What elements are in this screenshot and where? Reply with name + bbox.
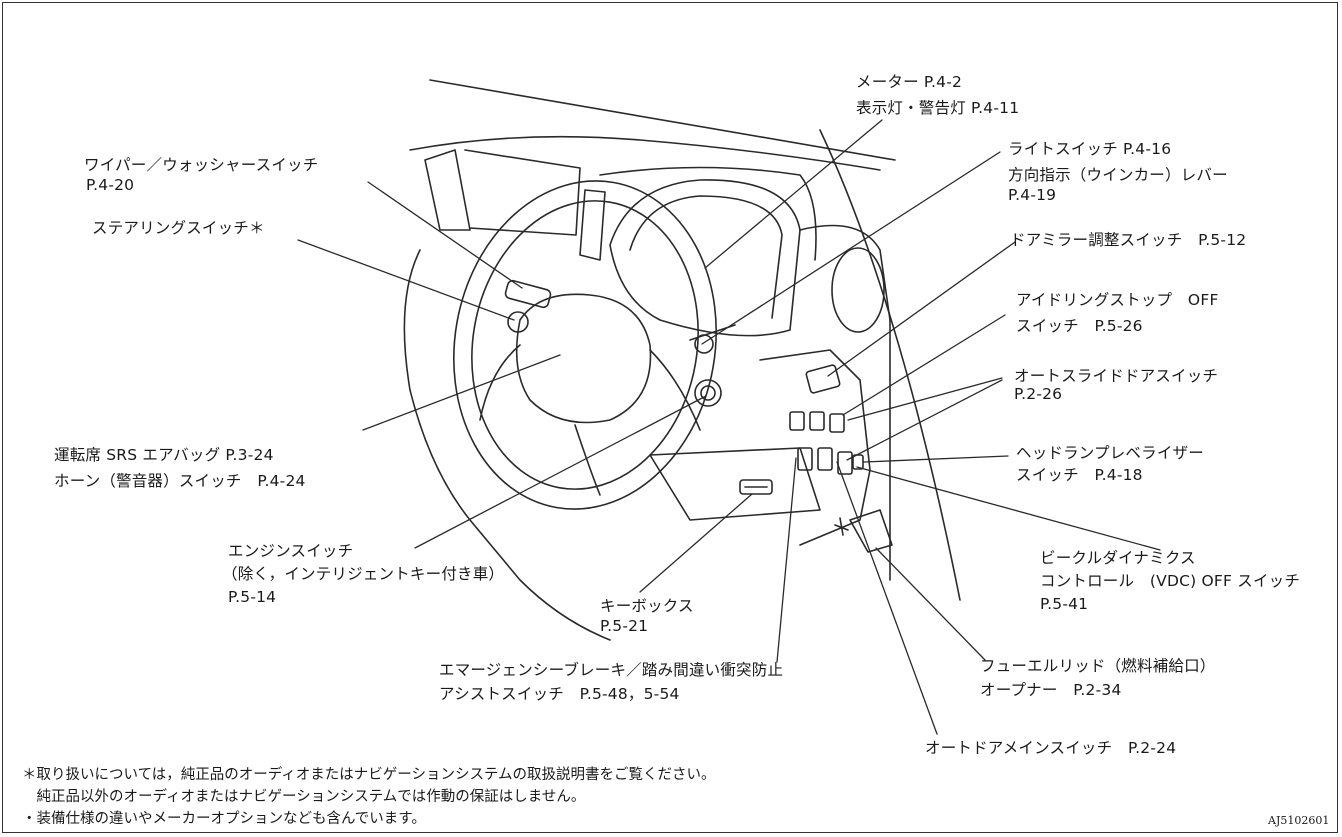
- callout-emergency: エマージェンシーブレーキ／踏み間違い衝突防止 アシストスイッチ P.5-48，5…: [439, 660, 783, 704]
- windshield-edge: [430, 80, 895, 160]
- meter-cluster-outline: [610, 180, 800, 336]
- mirror-switch-shape: [806, 364, 841, 393]
- callout-idling: アイドリングストップ OFF スイッチ P.5-26: [1016, 290, 1219, 336]
- center-console: [760, 350, 870, 545]
- callout-meter: メーター P.4-2 表示灯・警告灯 P.4-11: [856, 72, 1019, 118]
- callout-wiper: ワイパー／ウォッシャースイッチ P.4-20: [84, 155, 318, 195]
- callout-autodoor: オートドアメインスイッチ P.2-24: [925, 738, 1176, 758]
- right-vent: [832, 248, 884, 332]
- steering-spoke-bottom: [575, 425, 600, 495]
- figure-code: AJ5102601: [1268, 814, 1329, 827]
- dash-upper-panel: [410, 137, 880, 170]
- dash-cluster-hood: [600, 168, 816, 261]
- footnote-3: ・装備仕様の違いやメーカーオプションなども含んでいます。: [22, 810, 426, 829]
- callout-engine: エンジンスイッチ （除く，インテリジェントキー付き車） P.5-14: [228, 541, 504, 607]
- callout-autoslide: オートスライドドアスイッチ P.2-26: [1014, 366, 1218, 402]
- wiper-stalk: [504, 280, 551, 309]
- footnote-1: ＊取り扱いについては，純正品のオーディオまたはナビゲーションシステムの取扱説明書…: [22, 766, 716, 785]
- meter-cluster-inner: [630, 196, 782, 318]
- engine-switch-shape: [695, 380, 721, 406]
- dash-vent-frame: [465, 150, 580, 235]
- callout-fuel: フューエルリッド（燃料補給口） オープナー P.2-34: [980, 656, 1216, 700]
- dash-left-vent: [425, 150, 470, 230]
- callout-airbag: 運転席 SRS エアバッグ P.3-24 ホーン（警音器）スイッチ P.4-24: [54, 445, 306, 491]
- callout-mirror: ドアミラー調整スイッチ P.5-12: [1010, 230, 1246, 250]
- callout-light: ライトスイッチ P.4-16 方向指示（ウインカー）レバー P.4-19: [1008, 139, 1228, 205]
- callout-leaders: [298, 120, 1160, 734]
- callout-keybox: キーボックス P.5-21: [600, 596, 694, 636]
- footnote-2: 純正品以外のオーディオまたはナビゲーションシステムでは作動の保証はしません。: [22, 788, 585, 807]
- steering-spoke-right: [650, 350, 700, 430]
- callout-steering: ステアリングスイッチ＊: [92, 218, 265, 238]
- callout-leveler: ヘッドランプレベライザー スイッチ P.4-18: [1016, 443, 1204, 485]
- callout-vdc: ビークルダイナミクス コントロール (VDC) OFF スイッチ P.5-41: [1040, 548, 1300, 614]
- steering-hub: [517, 294, 651, 422]
